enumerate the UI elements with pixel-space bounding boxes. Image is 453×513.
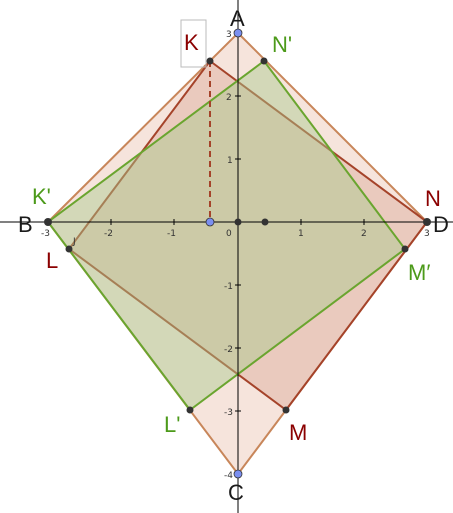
y-tick-label: -4 [224,471,233,481]
label-k-prime: K' [32,184,51,209]
label-m: M [289,420,307,445]
point-k-foot[interactable] [205,217,215,227]
point-a[interactable] [233,28,243,38]
x-tick-label: 2 [361,229,367,239]
label-c: C [228,480,244,505]
label-b: B [18,212,33,237]
label-n: N [425,186,441,211]
label-a: A [230,6,245,31]
y-tick-label: 3 [226,30,232,40]
point-origin[interactable] [234,218,242,226]
label-k: K [184,30,199,55]
label-l: L [46,248,58,273]
label-d: D [433,212,449,237]
point-l-prime[interactable] [186,406,194,414]
point-c[interactable] [233,469,243,479]
point-k[interactable] [206,57,214,65]
x-tick-label: 1 [298,229,304,239]
y-tick-label: 2 [226,93,232,103]
label-l-prime: L' [164,412,180,437]
x-tick-label: -1 [167,229,176,239]
point-x-axis-right[interactable] [261,218,269,226]
y-tick-label: 1 [227,156,233,166]
y-tick-label: -3 [224,408,233,418]
point-l[interactable] [65,245,73,253]
x-tick-label: 0 [226,229,232,239]
k-label-box [180,19,207,68]
y-tick-label: -1 [224,282,233,292]
label-m-prime: M′ [408,260,430,285]
x-tick-label: -2 [104,229,113,239]
point-m-prime[interactable] [401,245,409,253]
label-n-prime: N' [272,32,292,57]
label-j: J [72,237,76,247]
point-m[interactable] [282,406,290,414]
y-tick-label: -2 [224,345,233,355]
x-tick-label: 3 [424,229,430,239]
point-n-prime[interactable] [260,57,268,65]
point-b[interactable] [44,218,52,226]
x-tick-label: -3 [41,229,50,239]
point-d[interactable] [423,218,431,226]
